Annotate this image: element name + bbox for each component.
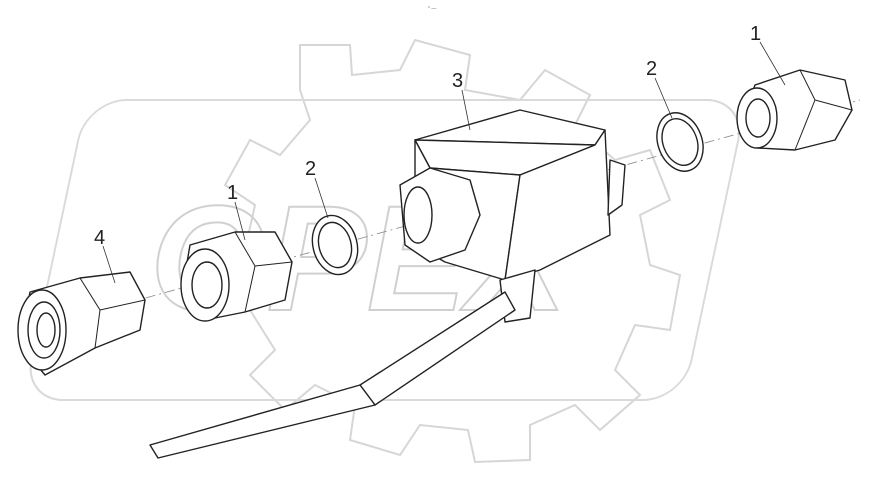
valve-body-part [149,109,626,459]
callout-valve-body: 3 [452,70,463,92]
seal-left-part [311,214,359,276]
nut-part [17,271,146,376]
fitting-left-part [180,231,293,322]
assembly-axis [29,99,861,331]
seal-right-part [656,112,704,172]
callout-seal-right: 2 [646,58,657,80]
leader-valve-body [461,89,471,131]
leader-nut [102,245,116,284]
callout-fitting-left: 1 [227,182,238,204]
callout-fitting-right: 1 [750,23,761,45]
leader-seal-left [314,177,329,219]
header-mark: ° — [428,6,436,12]
leader-seal-right [654,77,673,119]
leader-fitting-left [234,201,246,241]
leader-fitting-right [759,41,786,86]
callout-seal-left: 2 [305,158,316,180]
fitting-right-part [736,69,853,151]
callout-nut: 4 [94,227,105,249]
